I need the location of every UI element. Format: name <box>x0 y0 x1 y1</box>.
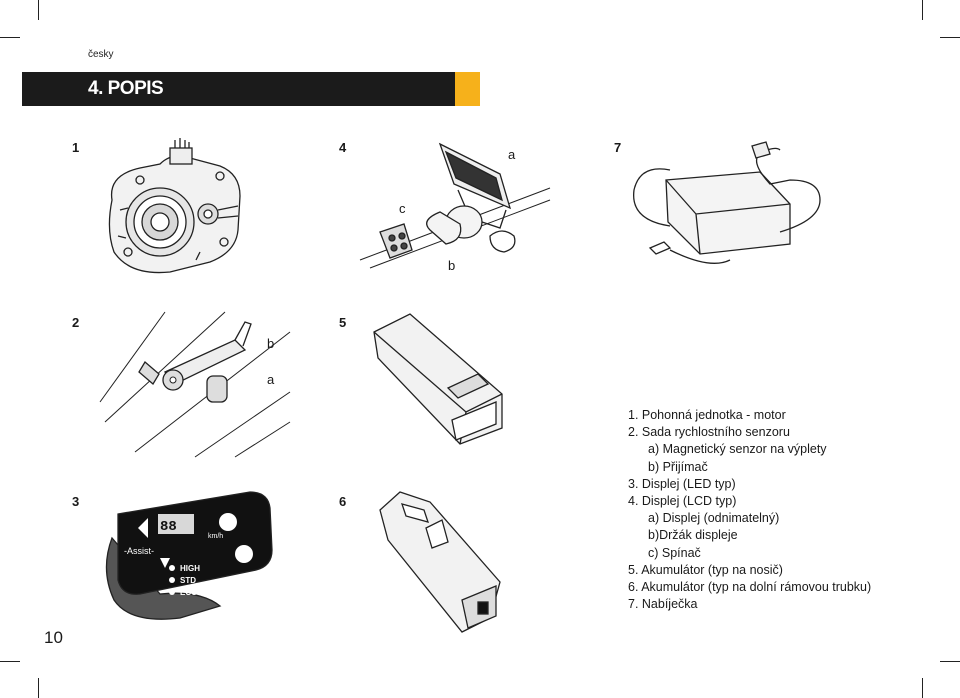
rack-battery-illustration <box>373 313 503 445</box>
crop-mark-bottom-right-v <box>922 678 923 698</box>
lcd-display-illustration <box>359 142 551 269</box>
legend-item-4: 4. Displej (LCD typ) <box>628 494 737 509</box>
crop-mark-top-right <box>940 37 960 38</box>
legend-item-2b: b) Přijímač <box>648 459 708 474</box>
led-unit-label: km/h <box>208 533 223 540</box>
downtube-battery-illustration <box>379 491 501 633</box>
callout-2a: a <box>267 372 275 387</box>
led-display-illustration: 88 -Assist- HIGH STD ECO km/h <box>105 491 273 620</box>
figure-number-3: 3 <box>72 494 80 509</box>
crop-mark-top-right-v <box>922 0 923 20</box>
led-mode-std: STD <box>180 576 196 585</box>
section-title: 4. POPIS <box>88 78 164 99</box>
legend-item-4c: c) Spínač <box>648 545 701 560</box>
legend-item-3: 3. Displej (LED typ) <box>628 476 736 491</box>
charger-illustration <box>633 141 821 264</box>
callout-4a: a <box>508 147 516 162</box>
callout-2b: b <box>267 336 275 351</box>
callout-4b: b <box>448 258 456 273</box>
figure-number-2: 2 <box>72 315 80 330</box>
speed-sensor-illustration <box>99 311 291 458</box>
callout-4c: c <box>399 201 406 216</box>
crop-mark-bottom-right <box>940 661 960 662</box>
figure-number-7: 7 <box>614 140 622 155</box>
legend-item-7: 7. Nabíječka <box>628 597 698 612</box>
legend-item-4a: a) Displej (odnimatelný) <box>648 511 780 526</box>
figure-number-5: 5 <box>339 315 347 330</box>
parts-legend: 1. Pohonná jednotka - motor 2. Sada rych… <box>628 407 871 613</box>
legend-item-2: 2. Sada rychlostního senzoru <box>628 425 790 440</box>
legend-item-1: 1. Pohonná jednotka - motor <box>628 408 786 422</box>
crop-mark-bottom-left <box>0 661 20 662</box>
language-label: česky <box>88 49 114 60</box>
figure-number-6: 6 <box>339 494 347 509</box>
led-assist-label: -Assist- <box>124 546 154 556</box>
drive-unit-illustration <box>108 138 241 274</box>
legend-item-6: 6. Akumulátor (typ na dolní rámovou trub… <box>628 580 872 595</box>
crop-mark-top-left-v <box>38 0 39 20</box>
led-mode-eco: ECO <box>180 588 197 597</box>
legend-item-4b: b)Držák displeje <box>648 528 738 543</box>
section-banner-accent <box>455 72 480 106</box>
section-banner <box>22 72 455 106</box>
legend-item-2a: a) Magnetický senzor na výplety <box>648 442 827 457</box>
led-digits: 88 <box>160 519 177 535</box>
crop-mark-top-left <box>0 37 20 38</box>
led-mode-high: HIGH <box>180 564 200 573</box>
crop-mark-bottom-left-v <box>38 678 39 698</box>
page-number: 10 <box>44 628 63 647</box>
figure-number-1: 1 <box>72 140 80 155</box>
legend-item-5: 5. Akumulátor (typ na nosič) <box>628 562 783 577</box>
figure-number-4: 4 <box>339 140 347 155</box>
